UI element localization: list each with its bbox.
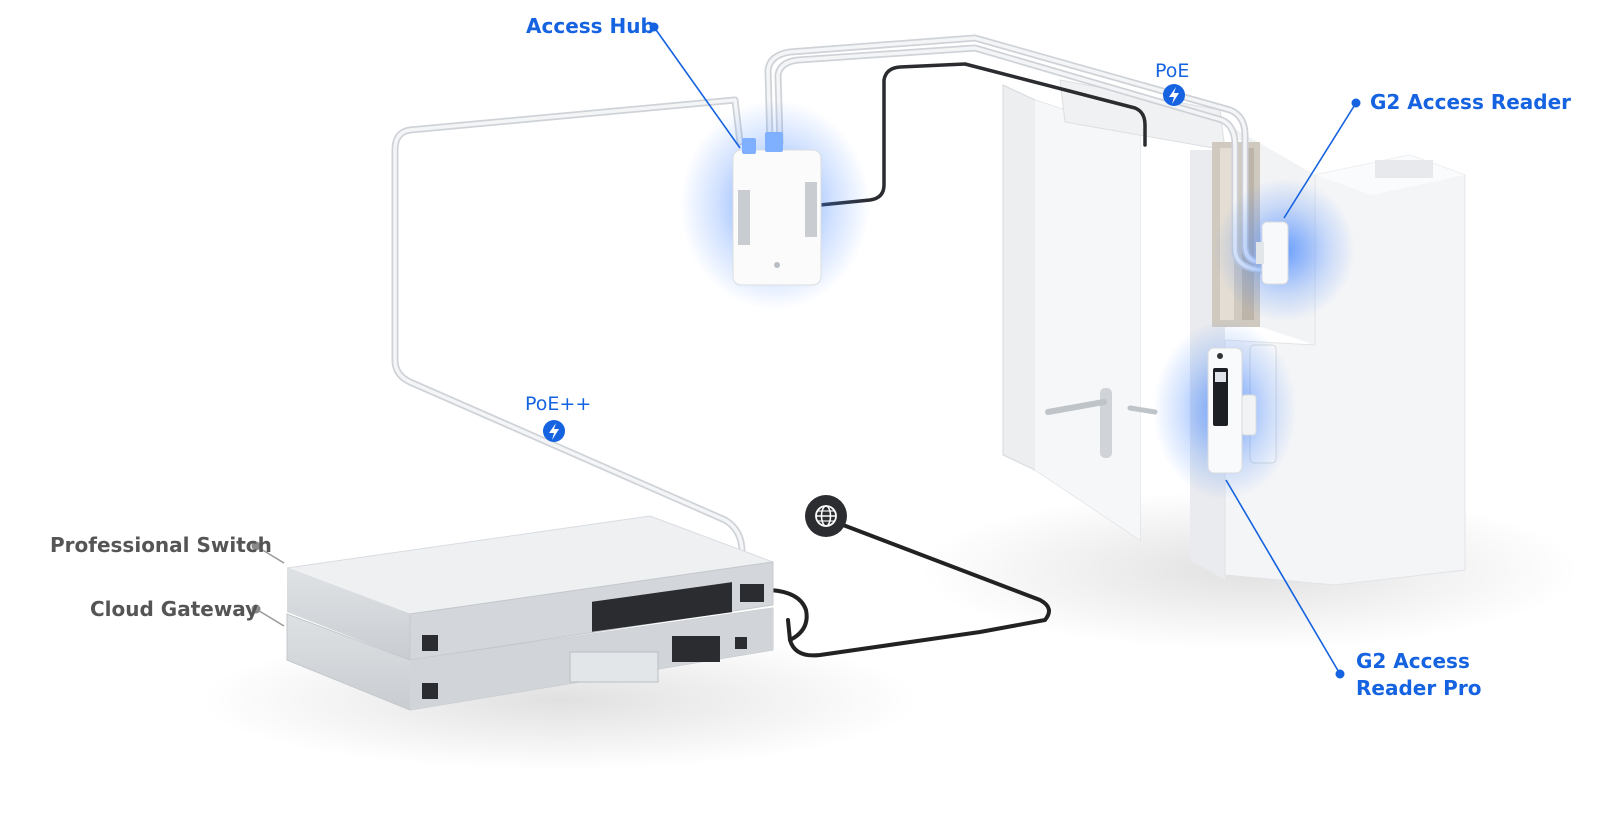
globe-icon [805, 495, 847, 537]
leader-lines [251, 22, 1361, 679]
access-hub-device [680, 100, 870, 310]
access-hub-dot [649, 22, 659, 32]
g2-access-reader-pro-label: G2 Access Reader Pro [1356, 648, 1481, 702]
access-hub-label: Access Hub [526, 14, 655, 38]
g2-access-reader-device [1215, 178, 1355, 322]
lightning-bolt-icon [1163, 84, 1185, 106]
g2-reader-pro-dot [1335, 669, 1345, 679]
g2-access-reader-pro-label-line1: G2 Access [1356, 649, 1470, 673]
professional-switch-device [286, 515, 774, 661]
professional-switch-label: Professional Switch [50, 533, 272, 557]
g2-reader-dot [1351, 98, 1361, 108]
cable-lock [818, 62, 1147, 207]
switch-ports [592, 582, 732, 632]
cloud-gateway-device [286, 607, 774, 711]
switch-dot [251, 541, 261, 551]
cable-internet [786, 518, 1051, 658]
g2-access-reader-label: G2 Access Reader [1370, 90, 1572, 114]
g2-access-reader-pro-device [1153, 320, 1297, 500]
lightning-bolt-icon [543, 420, 565, 442]
g2-access-reader-pro-label-line2: Reader Pro [1356, 676, 1482, 700]
poe-label: PoE [1155, 60, 1190, 82]
poe-plus-plus-label: PoE++ [525, 393, 592, 415]
door-handle [1045, 399, 1107, 415]
door-handle-plate [1100, 388, 1112, 458]
gateway-dot [251, 604, 261, 614]
cloud-gateway-label: Cloud Gateway [90, 597, 259, 621]
